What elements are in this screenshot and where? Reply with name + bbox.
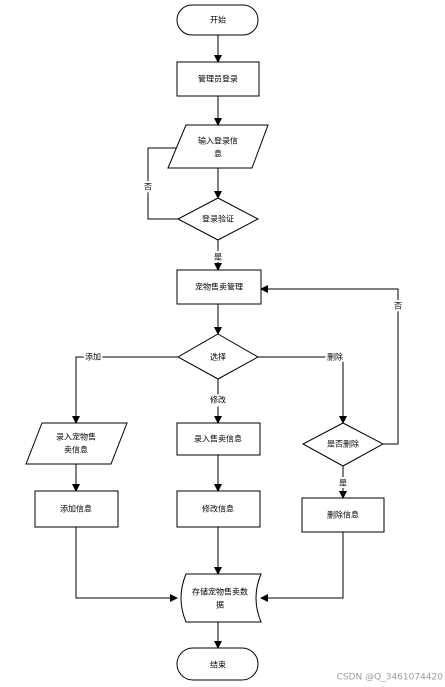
label-add: 添加	[85, 352, 101, 362]
node-confirm-delete-label: 是否删除	[327, 439, 359, 449]
node-admin-login-label: 管理员登录	[198, 74, 238, 84]
edge-select-delete	[258, 356, 347, 424]
node-confirm-delete: 是否删除	[301, 422, 385, 467]
node-input-login-label-2: 息	[214, 149, 222, 159]
node-store-data: 存储宠物售卖数 据	[180, 573, 262, 623]
node-pet-sale-mgmt: 宠物售卖管理	[176, 269, 262, 305]
node-store-data-label-2: 据	[216, 600, 224, 610]
node-start-label: 开始	[210, 15, 226, 25]
node-start: 开始	[176, 4, 259, 36]
node-add-info: 添加信息	[34, 490, 119, 528]
node-admin-login: 管理员登录	[176, 61, 260, 97]
label-verify-no: 否	[144, 183, 152, 192]
node-pet-sale-mgmt-label: 宠物售卖管理	[195, 282, 243, 292]
node-add-info-label: 添加信息	[60, 504, 92, 514]
edge-select-add	[72, 356, 178, 424]
nodes: 开始 管理员登录 输入登录信 息 登录验证 宠物售卖管理 选择	[25, 4, 385, 681]
edge-labels: 否 是 添加 修改 删除 是 否	[83, 181, 404, 490]
node-input-login: 输入登录信 息	[167, 124, 269, 169]
node-select: 选择	[176, 333, 260, 380]
watermark-text: CSDN @Q_3461074420	[337, 673, 444, 683]
node-end-label: 结束	[210, 660, 226, 670]
label-delete: 删除	[327, 352, 343, 362]
node-input-sale-info-label: 录入售卖信息	[194, 434, 242, 444]
node-select-label: 选择	[210, 352, 226, 362]
edge-add-to-store	[75, 527, 178, 602]
label-modify: 修改	[210, 395, 226, 405]
node-delete-info-label: 删除信息	[327, 510, 359, 520]
label-delete-no: 否	[394, 302, 402, 311]
label-verify-yes: 是	[214, 253, 222, 262]
node-input-sale-info: 录入售卖信息	[176, 422, 261, 456]
node-modify-info: 修改信息	[176, 490, 261, 528]
node-login-verify: 登录验证	[176, 197, 260, 241]
edge-confirm-no-loop	[260, 285, 399, 445]
node-store-data-label-1: 存储宠物售卖数	[192, 587, 248, 597]
node-input-pet-info-label-1: 录入宠物售	[56, 432, 96, 442]
node-input-login-label-1: 输入登录信	[198, 136, 238, 146]
edge-verify-no-loop	[147, 144, 187, 220]
node-end: 结束	[176, 647, 259, 681]
node-modify-info-label: 修改信息	[202, 504, 234, 514]
label-delete-yes: 是	[339, 479, 347, 488]
node-input-pet-info-label-2: 卖信息	[64, 445, 88, 455]
node-input-pet-info: 录入宠物售 卖信息	[25, 422, 128, 465]
node-delete-info: 删除信息	[301, 497, 385, 533]
edges	[72, 35, 399, 649]
node-login-verify-label: 登录验证	[202, 214, 234, 224]
edge-delete-to-store	[260, 532, 344, 602]
